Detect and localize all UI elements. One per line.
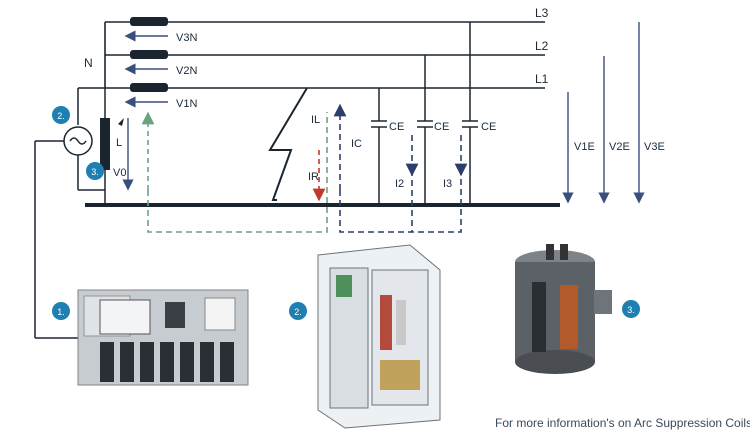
footer-link[interactable]: For more information's on Arc Suppressio… (495, 416, 750, 430)
control-unit-screen (99, 299, 151, 335)
svg-text:2.: 2. (294, 307, 302, 317)
svg-text:3.: 3. (627, 305, 635, 315)
label-i3: I3 (443, 178, 452, 190)
label-l3: L3 (535, 6, 549, 20)
svg-text:2.: 2. (57, 111, 65, 121)
label-v1e: V1E (574, 141, 595, 153)
badge-3-top: 3. (86, 162, 104, 180)
svg-text:1.: 1. (57, 307, 65, 317)
earth-voltage-arrows (562, 22, 645, 204)
label-v2e: V2E (609, 141, 630, 153)
coil-branch (34, 88, 106, 339)
label-inductor: L (116, 137, 122, 149)
label-il: IL (311, 114, 320, 126)
label-l1: L1 (535, 72, 549, 86)
svg-text:3.: 3. (91, 167, 99, 177)
inductor-tap-icon (118, 118, 124, 126)
badge-1: 1. (52, 302, 70, 320)
label-v2n: V2N (176, 65, 197, 77)
winding-2 (130, 50, 168, 59)
label-n: N (84, 56, 93, 70)
transformer-windings (130, 17, 168, 92)
label-ic: IC (351, 138, 362, 150)
phase-voltage-arrows (124, 30, 168, 108)
label-ce-1: CE (389, 121, 404, 133)
label-v0: V0 (113, 167, 126, 179)
inductor-coil (100, 118, 110, 170)
il-return-loop (147, 112, 328, 233)
label-ce-3: CE (481, 121, 496, 133)
badge-2-top: 2. (52, 106, 70, 124)
badge-2: 2. (289, 302, 307, 320)
arc-suppression-coil (515, 244, 612, 374)
coil-cabinet (317, 244, 441, 429)
label-v3n: V3N (176, 32, 197, 44)
capacitor-branches (371, 22, 478, 205)
label-ir: IR (308, 171, 319, 183)
label-l2: L2 (535, 39, 549, 53)
ic-return-loop (339, 170, 462, 233)
badge-3: 3. (622, 300, 640, 318)
control-unit-device (77, 289, 249, 386)
winding-1 (130, 83, 168, 92)
label-ce-2: CE (434, 121, 449, 133)
fault-lightning-icon (268, 87, 308, 201)
label-v3e: V3E (644, 141, 665, 153)
label-i2: I2 (395, 178, 404, 190)
winding-3 (130, 17, 168, 26)
label-v1n: V1N (176, 98, 197, 110)
